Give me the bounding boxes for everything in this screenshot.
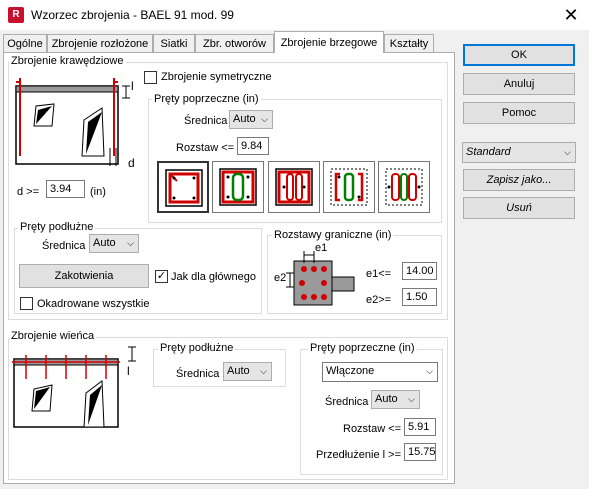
stirrup-all-checkbox[interactable] [20,297,33,310]
longitudinal-diameter-value: Auto [93,237,116,249]
d-input[interactable]: 3.94 [46,180,85,198]
d-label: d >= [17,186,40,198]
chevron-down-icon: ⌵ [426,366,433,376]
edge-diagram-d: d [128,156,135,170]
tab-zbr-otworow[interactable]: Zbr. otworów [195,34,274,52]
app-icon: R [8,7,24,23]
limits-group-label: Rozstawy graniczne (in) [272,229,394,241]
crown-transverse-mode-value: Włączone [326,365,375,377]
longitudinal-diameter-select[interactable]: Auto ⌵ [89,234,139,253]
d-unit: (in) [90,186,106,198]
transverse-spacing-input[interactable]: 9.84 [237,137,269,155]
stirrup-pattern-3[interactable] [268,161,320,213]
crown-group [8,337,448,480]
longitudinal-group-label: Pręty podłużne [18,221,96,233]
crown-trans-diameter-select[interactable]: Auto ⌵ [371,390,420,409]
crown-diagram-l: l [127,364,130,378]
stirrup-all-label: Okadrowane wszystkie [37,298,150,310]
chevron-down-icon: ⌵ [408,394,415,404]
transverse-spacing-label: Rozstaw <= [176,142,235,154]
tab-siatki[interactable]: Siatki [153,34,195,52]
e2-label: e2>= [366,294,392,306]
longitudinal-diameter-label: Średnica [42,240,86,252]
help-button[interactable]: Pomoc [463,102,575,124]
crown-extension-label: Przedłużenie l >= [316,449,401,461]
crown-long-diameter-value: Auto [227,365,250,377]
edge-diagram [15,78,130,166]
chevron-down-icon: ⌵ [260,366,267,376]
transverse-diameter-value: Auto [233,113,256,125]
longitudinal-group [14,228,262,314]
chevron-down-icon: ⌵ [261,114,268,124]
transverse-diameter-label: Średnica [184,115,228,127]
transverse-diameter-select[interactable]: Auto ⌵ [229,110,273,129]
crown-longitudinal-label: Pręty podłużne [158,342,236,354]
save-as-button[interactable]: Zapisz jako... [463,169,575,191]
title-bar [0,0,589,31]
crown-spacing-input[interactable]: 5.91 [404,418,436,436]
crown-trans-diameter-label: Średnica [325,396,369,408]
crown-long-diameter-select[interactable]: Auto ⌵ [223,362,272,381]
crown-trans-diameter-value: Auto [375,393,398,405]
like-main-checkbox[interactable]: ✓ [155,270,168,283]
stirrup-pattern-4[interactable] [323,161,375,213]
e1-label: e1<= [366,268,392,280]
chevron-down-icon: ⌵ [127,238,134,248]
crown-long-diameter-label: Średnica [176,368,220,380]
ok-button[interactable]: OK [463,44,575,66]
edge-group [8,62,448,320]
limits-diagram-e2: e2 [274,272,287,284]
tab-ogolne[interactable]: Ogólne [3,34,47,52]
stirrup-pattern-1[interactable] [157,161,209,213]
cancel-button[interactable]: Anuluj [463,73,575,95]
limits-diagram-e1: e1 [315,242,328,254]
chevron-down-icon: ⌵ [564,147,571,157]
anchors-button[interactable]: Zakotwienia [19,264,149,288]
tab-ksztalty[interactable]: Kształty [384,34,434,52]
delete-button[interactable]: Usuń [463,197,575,219]
transverse-group [148,99,442,223]
e2-input[interactable]: 1.50 [402,288,437,306]
crown-diagram [12,346,136,428]
preset-select[interactable]: Standard ⌵ [462,142,576,163]
limits-diagram [286,251,355,306]
edge-diagram-l: l [131,79,134,93]
close-icon[interactable]: ✕ [563,5,579,25]
stirrup-pattern-2[interactable] [212,161,264,213]
tab-zbrojenie-brzegowe[interactable]: Zbrojenie brzegowe [274,31,384,53]
crown-transverse-label: Pręty poprzeczne (in) [308,342,417,354]
edge-group-label: Zbrojenie krawędziowe [9,55,126,67]
crown-spacing-label: Rozstaw <= [343,423,402,435]
stirrup-pattern-5[interactable] [378,161,430,213]
window-title: Wzorzec zbrojenia - BAEL 91 mod. 99 [31,8,234,22]
tab-zbrojenie-rozlozone[interactable]: Zbrojenie rozłożone [47,34,153,52]
e1-input[interactable]: 14.00 [402,262,437,280]
crown-group-label: Zbrojenie wieńca [9,330,97,342]
transverse-group-label: Pręty poprzeczne (in) [152,93,261,105]
symmetric-label: Zbrojenie symetryczne [161,71,272,83]
crown-extension-input[interactable]: 15.75 [404,443,436,461]
like-main-label: Jak dla głównego [171,271,257,283]
preset-value: Standard [466,146,511,158]
symmetric-checkbox[interactable] [144,71,157,84]
crown-transverse-mode-select[interactable]: Włączone ⌵ [322,362,438,382]
